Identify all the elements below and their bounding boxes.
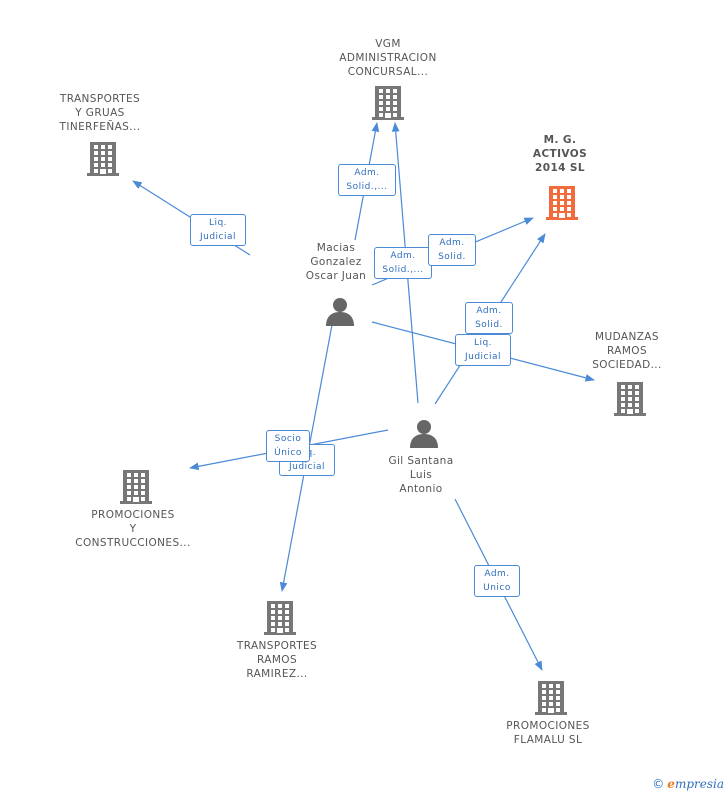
node-label-line: PROMOCIONES [91, 509, 175, 521]
brand-initial: e [667, 777, 675, 791]
edge-label-line: Adm. [390, 251, 416, 261]
edge-label-gil-mg[interactable]: Adm. Solid. [465, 302, 513, 334]
building-icon[interactable] [535, 679, 567, 719]
edge-label-macias-vgm[interactable]: Adm. Solid.,... [338, 164, 396, 196]
edge-label-line: Adm. [354, 168, 380, 178]
brand-name: mpresia [674, 777, 724, 791]
node-label-line: Gonzalez [310, 256, 362, 268]
edge-label-line: Socio [274, 434, 302, 444]
node-label-line: 2014 SL [535, 162, 585, 174]
edge-label-line: Adm. [484, 569, 510, 579]
node-label-line: SOCIEDAD... [592, 359, 662, 371]
person-icon[interactable] [325, 296, 355, 330]
node-label-line: TRANSPORTES [59, 93, 141, 105]
node-label-line: Gil Santana [388, 455, 454, 467]
node-label-line: TRANSPORTES [236, 640, 318, 652]
node-label-line: Oscar Juan [305, 270, 367, 282]
edge-label-line: Judicial [288, 462, 326, 472]
edge-label-gil-flamalu[interactable]: Adm. Unico [474, 565, 520, 597]
edge-label-line: Judicial [464, 352, 502, 362]
edge-label-macias-mg[interactable]: Adm. Solid. [428, 234, 476, 266]
node-label-promociones-flamalu[interactable]: PROMOCIONES FLAMALU SL [493, 719, 603, 747]
node-label-vgm[interactable]: VGM ADMINISTRACION CONCURSAL... [328, 37, 448, 79]
node-label-line: RAMOS [256, 654, 298, 666]
building-icon[interactable] [120, 468, 152, 508]
building-icon[interactable] [546, 184, 578, 224]
edge-label-line: Judicial [199, 232, 237, 242]
edge-label-line: Unico [483, 583, 511, 593]
node-label-line: Y [129, 523, 137, 535]
node-label-line: ADMINISTRACION [339, 52, 437, 64]
edge-label-line: Solid.,... [346, 182, 388, 192]
edge-label-line: Solid.,... [382, 265, 424, 275]
edges [132, 122, 595, 671]
edge-label-line: Solid. [438, 252, 466, 262]
edge-label-line: Adm. [476, 306, 502, 316]
node-label-line: Macias [316, 242, 356, 254]
node-label-line: FLAMALU SL [513, 734, 583, 746]
node-label-transportes-gruas[interactable]: TRANSPORTES Y GRUAS TINERFEÑAS... [40, 92, 160, 134]
building-icon[interactable] [372, 84, 404, 124]
node-label-line: TINERFEÑAS... [59, 121, 141, 133]
node-label-mg-activos[interactable]: M. G. ACTIVOS 2014 SL [520, 133, 600, 175]
node-label-line: VGM [375, 38, 401, 50]
node-label-line: ACTIVOS [532, 148, 588, 160]
edge-label-line: Solid. [475, 320, 503, 330]
node-label-mudanzas[interactable]: MUDANZAS RAMOS SOCIEDAD... [577, 330, 677, 372]
edge-label-macias-transportes-gruas[interactable]: Liq. Judicial [190, 214, 246, 246]
edge-label-line: Liq. [473, 338, 493, 348]
node-label-line: Luis [409, 469, 433, 481]
node-label-transportes-ramos[interactable]: TRANSPORTES RAMOS RAMIREZ... [222, 639, 332, 681]
building-icon[interactable] [614, 380, 646, 420]
node-label-line: Y GRUAS [75, 107, 125, 119]
edge-label-line: Adm. [439, 238, 465, 248]
node-label-line: Antonio [399, 483, 443, 495]
node-label-line: PROMOCIONES [506, 720, 590, 732]
node-label-line: MUDANZAS [595, 331, 659, 343]
edge-label-macias-mudanzas[interactable]: Liq. Judicial [455, 334, 511, 366]
node-label-line: RAMOS [606, 345, 648, 357]
person-icon[interactable] [409, 418, 439, 452]
brand-watermark: ©empresia [652, 777, 724, 791]
copyright-symbol: © [652, 777, 665, 791]
edge-label-line: Único [274, 448, 302, 458]
building-icon[interactable] [87, 140, 119, 180]
node-label-line: RAMIREZ... [246, 668, 308, 680]
node-label-promociones-construcciones[interactable]: PROMOCIONES Y CONSTRUCCIONES... [68, 508, 198, 550]
node-label-line: CONSTRUCCIONES... [75, 537, 191, 549]
node-label-line: M. G. [543, 134, 577, 146]
edge-label-gil-vgm[interactable]: Adm. Solid.,... [374, 247, 432, 279]
building-icon[interactable] [264, 599, 296, 639]
edge-label-line: Liq. [208, 218, 228, 228]
node-label-line: CONCURSAL... [347, 66, 429, 78]
